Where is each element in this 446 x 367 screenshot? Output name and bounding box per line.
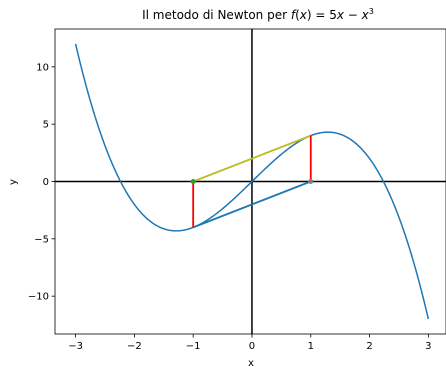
title-fx-f: f [291,8,297,22]
vertical-segments-group [192,135,312,228]
title-fx-x: x [299,8,308,22]
y-tick-label: −5 [34,234,49,245]
x-tick-label: 1 [308,341,314,352]
x-ticks-group: −3 −2 −1 0 1 2 3 [68,334,432,352]
title-exponent: 3 [369,7,374,16]
title-x1: x [336,8,345,22]
x-tick-label: −3 [68,341,83,352]
x-axis-label: x [248,358,254,367]
title-minus: − [344,8,362,22]
title-x2: x [361,8,370,22]
title-fx-open: ( [295,8,300,22]
tangent-line-2 [192,134,312,183]
y-tick-label: 0 [43,177,49,188]
x-tick-label: −2 [127,341,142,352]
points-group [190,179,314,184]
y-ticks-group: −10 −5 0 5 10 [28,62,55,303]
title-prefix: Il metodo di Newton per [142,8,291,22]
reference-axes [55,29,446,334]
function-curve [74,43,430,320]
y-tick-label: 5 [43,120,49,131]
newton-point-2 [308,179,314,184]
x-tick-label: 2 [366,341,372,352]
x-tick-label: 3 [425,341,431,352]
x-tick-label: −1 [186,341,201,352]
y-tick-label: −10 [28,292,49,303]
y-axis-label: y [8,179,19,185]
newton-point-1 [190,179,196,184]
tangent-lines-group [192,134,312,229]
title-fx-close: ) = 5 [307,8,337,22]
function-curve-group [74,43,430,320]
tangent-line-1 [192,180,312,229]
chart-title: Il metodo di Newton per f(x) = 5x − x3 [142,7,374,22]
x-tick-label: 0 [249,341,255,352]
y-tick-label: 10 [36,62,49,73]
